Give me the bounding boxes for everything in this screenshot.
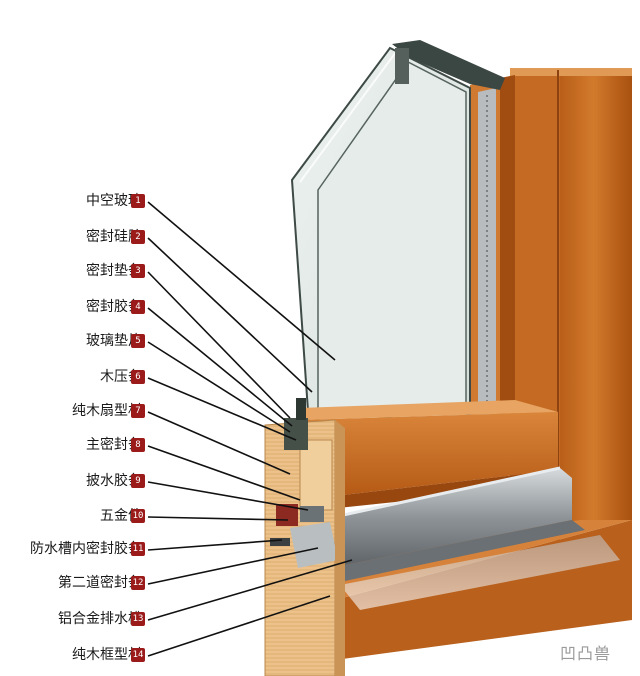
leader-9 (147, 481, 309, 511)
leader-2 (147, 237, 313, 393)
part-label-1: 中空玻璃 (86, 193, 142, 209)
part-number-badge-5: 5 (131, 334, 145, 348)
part-number-badge-9: 9 (131, 474, 145, 488)
part-number-badge-7: 7 (131, 404, 145, 418)
sash-bottom-rail (300, 400, 558, 512)
part-label-7: 纯木扇型材 (72, 403, 142, 419)
part-number-badge-3: 3 (131, 264, 145, 278)
leader-7 (147, 411, 291, 475)
part-label-8: 主密封条 (86, 437, 142, 453)
aluminium-drainage-channel (319, 466, 585, 582)
shadow (340, 535, 620, 610)
part-number-badge-1: 1 (131, 194, 145, 208)
part-number-badge-14: 14 (131, 648, 145, 662)
part-label-11: 防水槽内密封胶条 (30, 541, 142, 557)
part-label-9: 披水胶条 (86, 473, 142, 489)
part-label-4: 密封胶条 (86, 299, 142, 315)
cross-section-face (264, 398, 345, 676)
part-label-13: 铝合金排水槽 (58, 611, 142, 627)
leader-6 (147, 377, 297, 441)
part-label-14: 纯木框型材 (72, 647, 142, 663)
watermark: 凹凸兽 (560, 644, 612, 663)
leader-8 (147, 445, 301, 501)
part-label-5: 玻璃垫片 (86, 333, 142, 349)
insulated-glass (290, 40, 505, 442)
leader-lines (147, 201, 353, 657)
leader-10 (147, 516, 289, 521)
leader-4 (147, 307, 293, 427)
part-label-3: 密封垫条 (86, 263, 142, 279)
part-number-badge-13: 13 (131, 612, 145, 626)
leader-3 (147, 271, 291, 419)
part-number-badge-2: 2 (131, 230, 145, 244)
part-number-badge-11: 11 (131, 542, 145, 556)
part-number-badge-8: 8 (131, 438, 145, 452)
leader-13 (147, 559, 353, 621)
part-label-2: 密封硅胶 (86, 229, 142, 245)
leader-5 (147, 341, 291, 433)
leader-12 (147, 547, 319, 585)
part-number-badge-6: 6 (131, 370, 145, 384)
part-number-badge-4: 4 (131, 300, 145, 314)
leader-14 (147, 595, 331, 657)
part-number-badge-10: 10 (131, 509, 145, 523)
part-number-badge-12: 12 (131, 576, 145, 590)
leader-1 (147, 201, 336, 361)
leader-11 (147, 539, 283, 551)
part-label-12: 第二道密封条 (58, 575, 142, 591)
spacer-bar (478, 88, 496, 424)
